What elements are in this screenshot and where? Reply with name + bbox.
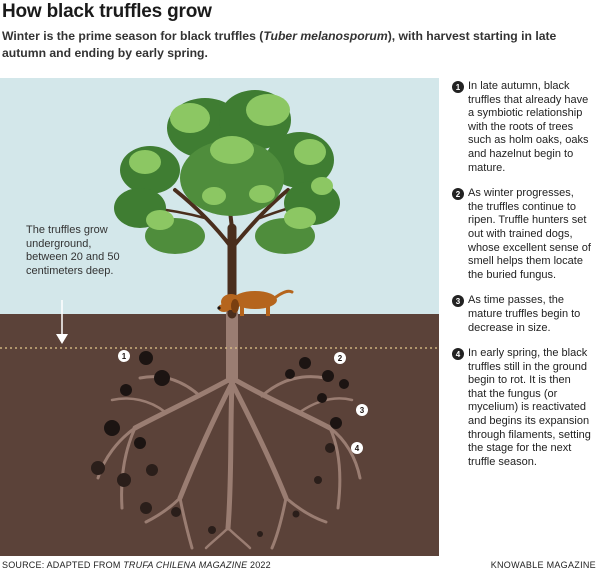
- marker-1: 1: [118, 350, 130, 362]
- step-1: 1 In late autumn, black truffles that al…: [452, 80, 592, 175]
- marker-4-label: 4: [355, 444, 360, 453]
- source-publication: TRUFA CHILENA MAGAZINE: [123, 560, 248, 570]
- source-credit: SOURCE: ADAPTED FROM TRUFA CHILENA MAGAZ…: [2, 560, 271, 570]
- truffle-dog: [217, 289, 294, 316]
- step-2: 2 As winter progresses, the truffles con…: [452, 187, 592, 282]
- subtitle-species-name: Tuber melanosporum: [263, 29, 388, 43]
- marker-1-label: 1: [122, 352, 127, 361]
- marker-4: 4: [351, 442, 363, 454]
- page-title: How black truffles grow: [2, 1, 212, 22]
- steps-list: 1 In late autumn, black truffles that al…: [452, 80, 592, 481]
- soil-background: [0, 314, 439, 556]
- step-2-text: As winter progresses, the truffles conti…: [468, 187, 591, 281]
- step-3-number: 3: [452, 295, 464, 308]
- subtitle-text-end: ), with harvest starting in late autumn …: [2, 29, 557, 60]
- publisher-brand: KNOWABLE MAGAZINE: [490, 560, 596, 570]
- depth-callout: The truffles grow underground, between 2…: [26, 224, 120, 277]
- step-4: 4 In early spring, the black truffles st…: [452, 347, 592, 469]
- step-1-number: 1: [452, 81, 464, 93]
- subtitle-text-start: Winter is the prime season for black tru…: [2, 29, 264, 43]
- marker-3-label: 3: [360, 406, 365, 415]
- tree-canopy: [114, 90, 340, 254]
- depth-arrow: [56, 300, 68, 344]
- step-3: 3 As time passes, the mature truffles be…: [452, 294, 592, 335]
- truffle-growth-illustration: 1 2 3 4: [0, 78, 439, 556]
- marker-3: 3: [356, 404, 368, 416]
- step-1-text: In late autumn, black truffles that alre…: [468, 80, 589, 174]
- step-3-text: As time passes, the mature truffles begi…: [468, 294, 581, 334]
- source-label: SOURCE: ADAPTED FROM: [2, 560, 124, 570]
- truffles: [91, 351, 349, 537]
- marker-2: 2: [334, 352, 346, 364]
- step-2-number: 2: [452, 188, 464, 201]
- step-4-text: In early spring, the black truffles stil…: [468, 347, 591, 468]
- root-system: [96, 308, 362, 550]
- source-year: 2022: [247, 560, 271, 570]
- page-subtitle: Winter is the prime season for black tru…: [2, 28, 562, 62]
- step-4-number: 4: [452, 348, 464, 361]
- marker-2-label: 2: [338, 354, 343, 363]
